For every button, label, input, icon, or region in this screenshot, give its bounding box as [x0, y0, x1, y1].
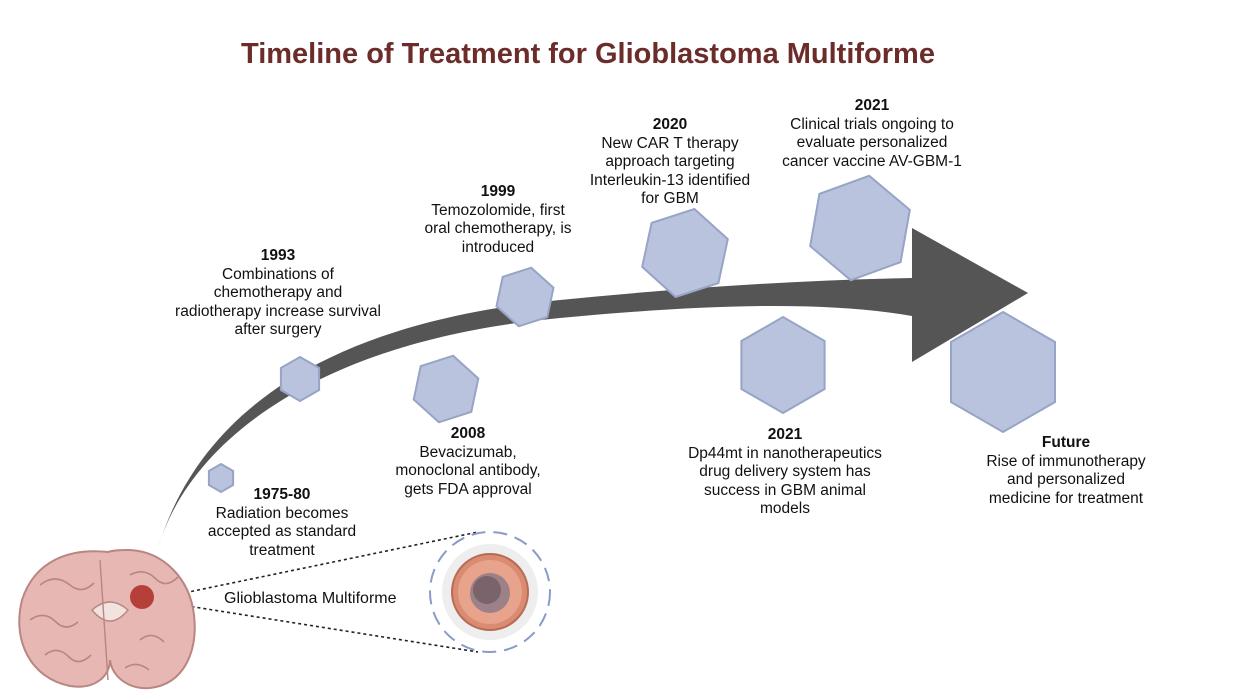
event-description: Rise of immunotherapy and personalized m… — [986, 452, 1146, 507]
event-year: 2021 — [767, 426, 803, 443]
event-2021-vaccine: 2021 Clinical trials ongoing to evaluate… — [770, 97, 974, 171]
event-year: 1975-80 — [253, 486, 311, 503]
page-title: Timeline of Treatment for Glioblastoma M… — [241, 38, 935, 70]
hexagon-marker-7 — [809, 174, 911, 282]
event-description: New CAR T therapy approach targeting Int… — [589, 134, 751, 208]
hexagon-marker-5 — [641, 207, 729, 299]
event-2020: 2020 New CAR T therapy approach targetin… — [572, 116, 768, 209]
hexagon-marker-6 — [740, 315, 826, 415]
event-2021-nanotherapeutics: 2021 Dp44mt in nanotherapeutics drug del… — [674, 426, 896, 519]
brain-icon — [18, 548, 196, 690]
tumor-cell-icon — [429, 531, 551, 653]
event-future: Future Rise of immunotherapy and persona… — [972, 434, 1160, 508]
tumor-icon — [130, 585, 154, 609]
connector-line-top — [149, 531, 479, 601]
event-description: Temozolomide, first oral chemotherapy, i… — [424, 201, 572, 256]
timeline-arrow — [158, 228, 1028, 548]
hexagon-marker-1 — [207, 462, 235, 494]
glioblastoma-label: Glioblastoma Multiforme — [224, 590, 397, 607]
event-description: Bevacizumab, monoclonal antibody, gets F… — [395, 443, 541, 498]
connector-line-bottom — [149, 599, 479, 653]
event-year: 1993 — [260, 247, 296, 264]
event-1999: 1999 Temozolomide, first oral chemothera… — [412, 183, 584, 257]
event-year: 1999 — [480, 183, 516, 200]
event-description: Combinations of chemotherapy and radioth… — [175, 265, 381, 339]
event-year: 2008 — [450, 425, 486, 442]
event-2008: 2008 Bevacizumab, monoclonal antibody, g… — [380, 425, 556, 499]
event-description: Clinical trials ongoing to evaluate pers… — [782, 115, 962, 170]
event-year: Future — [1041, 434, 1091, 451]
hexagon-markers — [207, 174, 1056, 494]
event-description: Radiation becomes accepted as standard t… — [207, 504, 357, 559]
hexagon-marker-3 — [495, 266, 555, 328]
hexagon-marker-2 — [279, 355, 321, 403]
event-1975-80: 1975-80 Radiation becomes accepted as st… — [188, 486, 376, 560]
hexagon-marker-8 — [950, 310, 1056, 434]
event-year: 2020 — [652, 116, 688, 133]
event-description: Dp44mt in nanotherapeutics drug delivery… — [688, 444, 882, 518]
event-1993: 1993 Combinations of chemotherapy and ra… — [158, 247, 398, 340]
event-year: 2021 — [854, 97, 890, 114]
hexagon-marker-4 — [412, 354, 480, 424]
